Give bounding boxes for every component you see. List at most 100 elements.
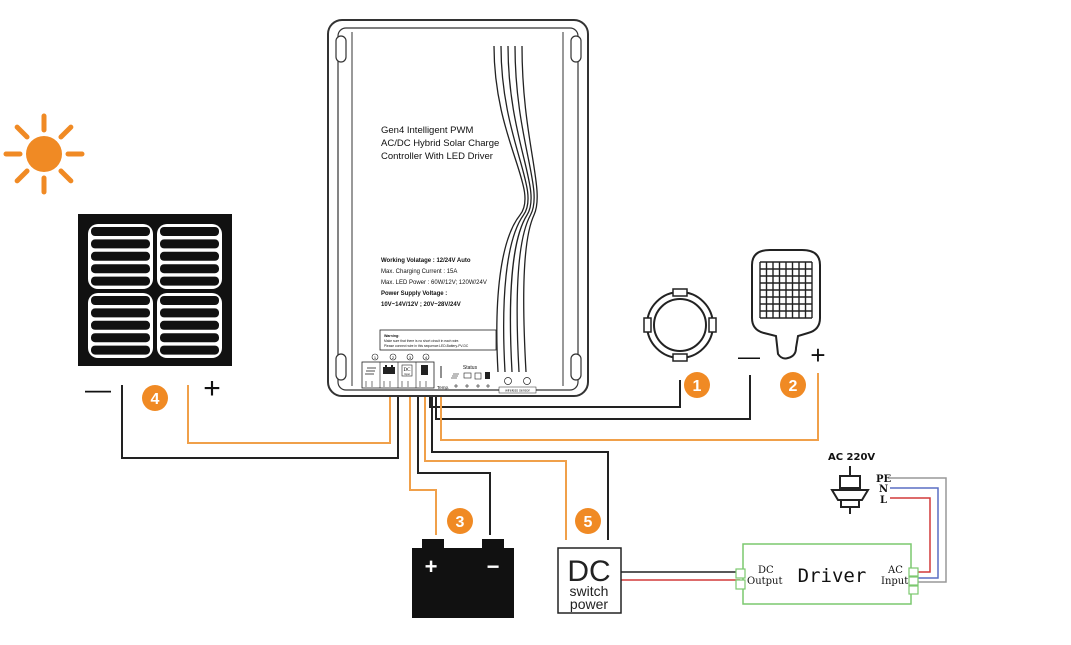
solar-positive-wire bbox=[187, 385, 391, 444]
driver-title: Driver bbox=[798, 565, 867, 587]
marker-1: 1 bbox=[684, 372, 710, 398]
marker-2: 2 bbox=[780, 372, 806, 398]
sun-icon bbox=[3, 113, 85, 195]
controller-title-line1: Gen4 Intelligent PWM bbox=[381, 125, 473, 136]
dc-input-icon-top: DC bbox=[404, 368, 412, 373]
status-label: Status bbox=[463, 365, 478, 371]
battery-terminal-icon bbox=[383, 365, 395, 374]
heatsink-wave-line bbox=[507, 45, 532, 373]
solar-cell-stripe bbox=[160, 227, 219, 236]
solar-cell-stripe bbox=[160, 345, 219, 355]
lamp-minus-label: — bbox=[738, 344, 760, 369]
warning-line1: Make sure that there is no short circuit… bbox=[384, 339, 459, 343]
driver-dc-label2: Output bbox=[747, 576, 783, 587]
solar-cell-stripe bbox=[160, 320, 219, 330]
lamp2-positive-wire bbox=[440, 373, 819, 441]
heatsink-wave-line bbox=[521, 45, 538, 373]
spec-max-led-power: Max. LED Power : 60W/12V; 120W/24V bbox=[381, 280, 487, 286]
solar-plus-label: + bbox=[203, 372, 221, 405]
marker-5-label: 5 bbox=[584, 514, 593, 531]
driver-dc-label1: DC bbox=[758, 565, 774, 576]
solar-cell-stripe bbox=[91, 308, 150, 318]
round-lamp-icon bbox=[643, 288, 717, 362]
solar-cell-stripe bbox=[160, 333, 219, 343]
terminal-screws bbox=[365, 381, 427, 387]
solar-cell-stripe bbox=[160, 296, 219, 305]
ac-pe-label: PE bbox=[876, 474, 892, 485]
solar-cell-stripe bbox=[91, 251, 150, 261]
terminal-number-2: 2 bbox=[392, 355, 395, 360]
solar-minus-label: — bbox=[85, 374, 111, 404]
street-lamp-icon: — + bbox=[738, 249, 826, 370]
status-indicator-icons bbox=[451, 372, 490, 388]
driver-ac-label2: Input bbox=[881, 576, 908, 587]
solar-cell-stripe bbox=[91, 227, 150, 236]
terminal-number-3: 3 bbox=[409, 355, 412, 360]
terminal-number-4: 4 bbox=[425, 355, 428, 360]
spec-max-charging-current: Max. Charging Current : 15A bbox=[381, 269, 457, 275]
temp-label: Temp. bbox=[437, 385, 449, 390]
solar-cell-stripe bbox=[91, 296, 150, 305]
dc-switch-power: DC switch power bbox=[557, 547, 622, 614]
sun-ray bbox=[14, 124, 30, 140]
ac-source: AC 220V PE N L bbox=[828, 452, 892, 514]
solar-cell-stripe bbox=[91, 264, 150, 274]
solar-cell-stripe bbox=[91, 239, 150, 249]
ac-l-wire bbox=[890, 497, 931, 573]
solar-cell-stripe bbox=[91, 333, 150, 343]
solar-panel: — + bbox=[78, 214, 232, 405]
driver-ac-label1: AC bbox=[887, 565, 903, 576]
heatsink-wave-line bbox=[500, 45, 529, 373]
lamp2-negative-wire bbox=[435, 375, 751, 420]
solar-cell-stripe bbox=[160, 276, 219, 286]
marker-3-label: 3 bbox=[456, 514, 465, 531]
dc-negative-wire bbox=[431, 397, 609, 540]
controller-title-line2: AC/DC Hybrid Solar Charge bbox=[381, 138, 499, 149]
marker-4-label: 4 bbox=[151, 391, 160, 408]
warning-title: Warning: bbox=[384, 334, 399, 338]
battery-negative-wire bbox=[417, 397, 491, 535]
terminal-block: 1 2 3 4 DC Input bbox=[361, 353, 537, 394]
marker-1-label: 1 bbox=[693, 378, 702, 395]
spec-working-voltage: Working Volatage : 12/24V Auto bbox=[381, 258, 471, 264]
dc-input-icon-bottom: Input bbox=[404, 373, 410, 376]
lamp-plus-label: + bbox=[810, 340, 825, 370]
solar-cell-stripe bbox=[91, 276, 150, 286]
ac-l-label: L bbox=[880, 495, 887, 506]
sun-ray bbox=[14, 168, 30, 184]
heatsink-wave-line bbox=[514, 45, 535, 373]
ac-pe-wire bbox=[890, 477, 947, 583]
solar-cell-stripe bbox=[91, 345, 150, 355]
marker-2-label: 2 bbox=[789, 378, 798, 395]
solar-terminal-icon bbox=[365, 367, 376, 375]
solar-cell-stripe bbox=[160, 264, 219, 274]
ac-plug-icon bbox=[830, 466, 870, 514]
ac-n-label: N bbox=[879, 484, 888, 495]
dc-switch-power-title: DC bbox=[567, 555, 610, 588]
battery-minus-label: − bbox=[487, 554, 500, 579]
wireless-sensor-label: wireless sensor bbox=[505, 389, 531, 393]
dc-positive-wire bbox=[424, 397, 567, 540]
terminal-number-1: 1 bbox=[374, 355, 377, 360]
controller-title-line3: Controller With LED Driver bbox=[381, 151, 493, 162]
ac-voltage-label: AC 220V bbox=[828, 452, 875, 463]
dc-switch-power-line2: power bbox=[570, 596, 608, 612]
spec-power-supply-value: 10V~14V/12V ; 20V~28V/24V bbox=[381, 302, 461, 308]
battery-plus-label: + bbox=[425, 554, 438, 579]
wires bbox=[121, 373, 947, 583]
sun-ray bbox=[58, 168, 74, 184]
marker-4: 4 bbox=[142, 385, 168, 411]
lamp1-wire bbox=[429, 380, 681, 408]
solar-cell-stripe bbox=[160, 308, 219, 318]
solar-negative-wire bbox=[121, 385, 399, 459]
marker-5: 5 bbox=[575, 508, 601, 534]
sun-ray bbox=[58, 124, 74, 140]
solar-cell-stripe bbox=[160, 239, 219, 249]
wireless-sensor: wireless sensor bbox=[498, 377, 537, 394]
solar-cell-stripe bbox=[91, 320, 150, 330]
lamp-terminal-icon bbox=[421, 365, 428, 375]
warning-line2: Please connect wire in this sequence:LED… bbox=[384, 344, 469, 348]
ac-n-wire bbox=[890, 487, 939, 579]
led-driver: DC Output Driver AC Input bbox=[735, 543, 919, 605]
